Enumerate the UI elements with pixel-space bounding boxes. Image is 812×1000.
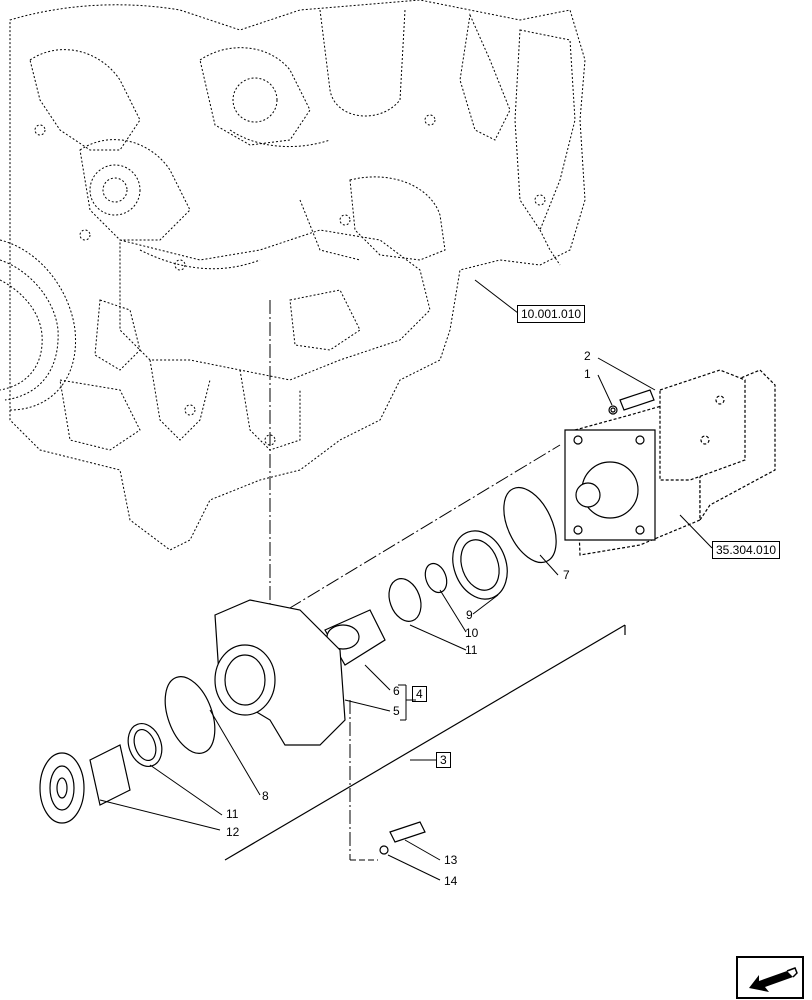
- callout-6: 6: [393, 684, 400, 698]
- hydraulic-pump-drawing: [564, 369, 776, 556]
- callout-5: 5: [393, 704, 400, 718]
- callout-2: 2: [584, 349, 591, 363]
- callout-4-assembly[interactable]: 4: [412, 686, 427, 702]
- engine-block-outline: [0, 0, 586, 551]
- callout-11-lower: 11: [226, 807, 239, 821]
- callout-14: 14: [444, 874, 458, 888]
- callout-9: 9: [466, 608, 473, 622]
- center-lines: [224, 300, 626, 861]
- callout-7: 7: [563, 568, 570, 582]
- callout-3-assembly[interactable]: 3: [436, 752, 451, 768]
- hydraulic-pump-reference-label[interactable]: 35.304.010: [712, 541, 781, 559]
- callout-13: 13: [444, 853, 458, 867]
- engine-reference-label[interactable]: 10.001.010: [517, 305, 586, 323]
- callout-11-upper: 11: [465, 643, 478, 657]
- callout-12: 12: [226, 825, 240, 839]
- previous-page-arrow-icon[interactable]: [735, 955, 805, 1000]
- leader-lines: [99, 279, 713, 881]
- callout-1: 1: [584, 367, 591, 381]
- callout-10: 10: [465, 626, 479, 640]
- small-parts: [39, 389, 655, 855]
- callout-8: 8: [262, 789, 269, 803]
